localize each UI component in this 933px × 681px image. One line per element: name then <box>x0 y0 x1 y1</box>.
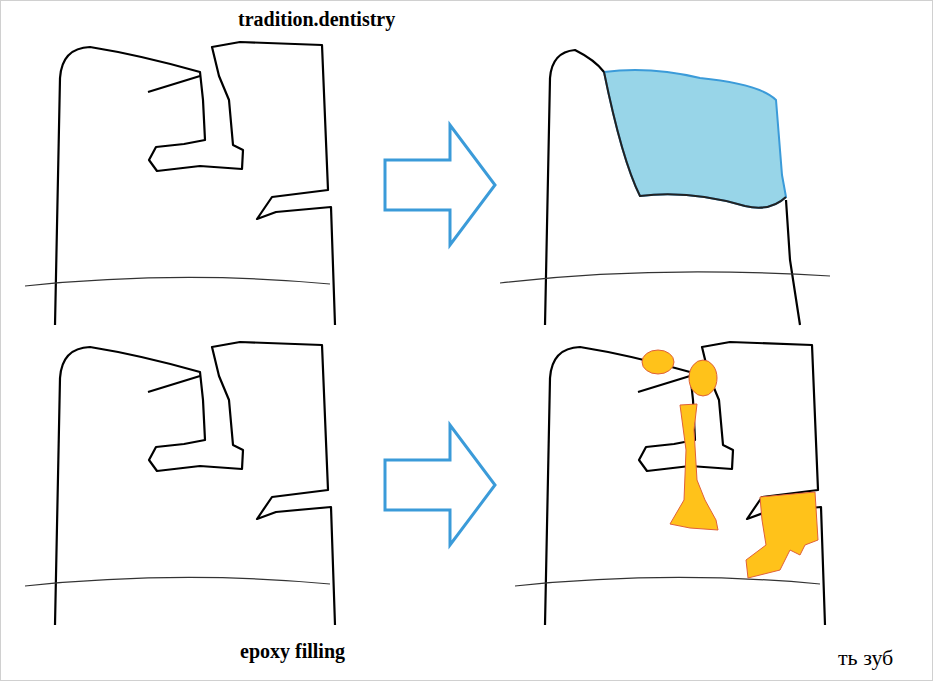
tooth-outline <box>25 342 335 625</box>
epoxy-filling <box>642 350 818 578</box>
tooth-outline <box>25 42 335 325</box>
filled-tooth <box>500 50 830 325</box>
diagram-title: tradition.dentistry <box>238 8 395 31</box>
tooth-outline <box>515 342 825 625</box>
panel-label: epoxy filling <box>240 640 345 663</box>
process-arrow <box>385 125 495 245</box>
process-arrow <box>385 425 495 545</box>
cut-off-text: ть зуб <box>838 645 893 671</box>
